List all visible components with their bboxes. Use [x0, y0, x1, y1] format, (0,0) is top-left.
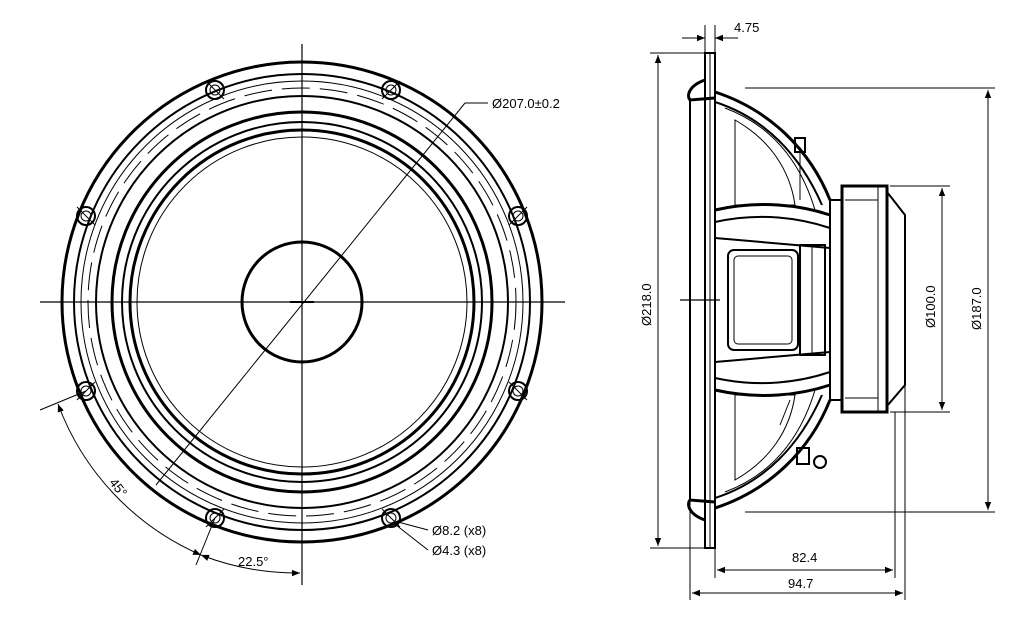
basket-top-1	[714, 90, 832, 201]
spoke-lower-2	[714, 371, 831, 385]
outer-diameter-label: Ø207.0±0.2	[492, 96, 560, 111]
hole-inner-label: Ø4.3 (x8)	[432, 543, 486, 558]
mounting-hole-8	[381, 508, 401, 528]
hole-outer-label: Ø8.2 (x8)	[432, 523, 486, 538]
spoke-middle-top	[714, 237, 831, 249]
hole-leader-1	[397, 521, 429, 531]
basket-window	[727, 249, 799, 351]
hole-leader-2	[395, 524, 429, 551]
side-view: 4.75 Ø218.0 Ø100.0 Ø187.0 82.4 94.7	[639, 20, 995, 600]
mounting-hole-6	[508, 381, 528, 401]
mounting-hole-4	[508, 206, 528, 226]
angle-arc-45	[57, 403, 202, 556]
cone-profile-top	[687, 78, 716, 102]
spoke-lower	[714, 383, 831, 397]
magnet-body	[840, 184, 889, 414]
angle-22-label: 22.5°	[238, 554, 269, 569]
angle-ext-line-mid	[195, 517, 216, 566]
angle-arc-22	[200, 554, 301, 577]
terminal-bottom-ring	[813, 455, 827, 469]
spoke-upper	[714, 203, 831, 217]
angle-ext-line-45	[39, 390, 87, 411]
mounting-hole-1	[205, 80, 225, 100]
diameter-leader	[155, 102, 466, 486]
lower-window	[734, 394, 796, 481]
spoke-middle-bottom	[714, 351, 831, 363]
basket-bottom-3	[724, 389, 816, 493]
flange-thickness-label: 4.75	[734, 20, 759, 35]
magnet-back-chamfer	[886, 191, 906, 407]
angle-45-label: 45°	[106, 475, 130, 500]
depth-total-label: 94.7	[788, 576, 813, 591]
cone-profile-bottom	[687, 498, 716, 522]
terminal-bottom	[796, 447, 810, 465]
mounting-hole-3	[76, 206, 96, 226]
magnet-diameter-label: Ø100.0	[923, 285, 938, 328]
basket-top-3	[724, 107, 816, 211]
cutout-diameter-label: Ø187.0	[969, 287, 984, 330]
spoke-upper-2	[714, 215, 831, 229]
basket-bottom-1	[714, 399, 832, 510]
basket-top-2	[714, 101, 823, 206]
front-view: Ø207.0±0.2 Ø8.2 (x8) Ø4.3 (x8) 45° 22.5°	[39, 44, 565, 585]
basket-window-inner	[733, 255, 793, 345]
depth-magnet-label: 82.4	[792, 550, 817, 565]
upper-window	[734, 119, 796, 206]
overall-diameter-label: Ø218.0	[639, 283, 654, 326]
mounting-hole-2	[381, 80, 401, 100]
basket-bottom-2	[714, 394, 823, 499]
terminal-bottom-lead	[779, 399, 791, 426]
magnet-front-plate	[829, 199, 843, 401]
